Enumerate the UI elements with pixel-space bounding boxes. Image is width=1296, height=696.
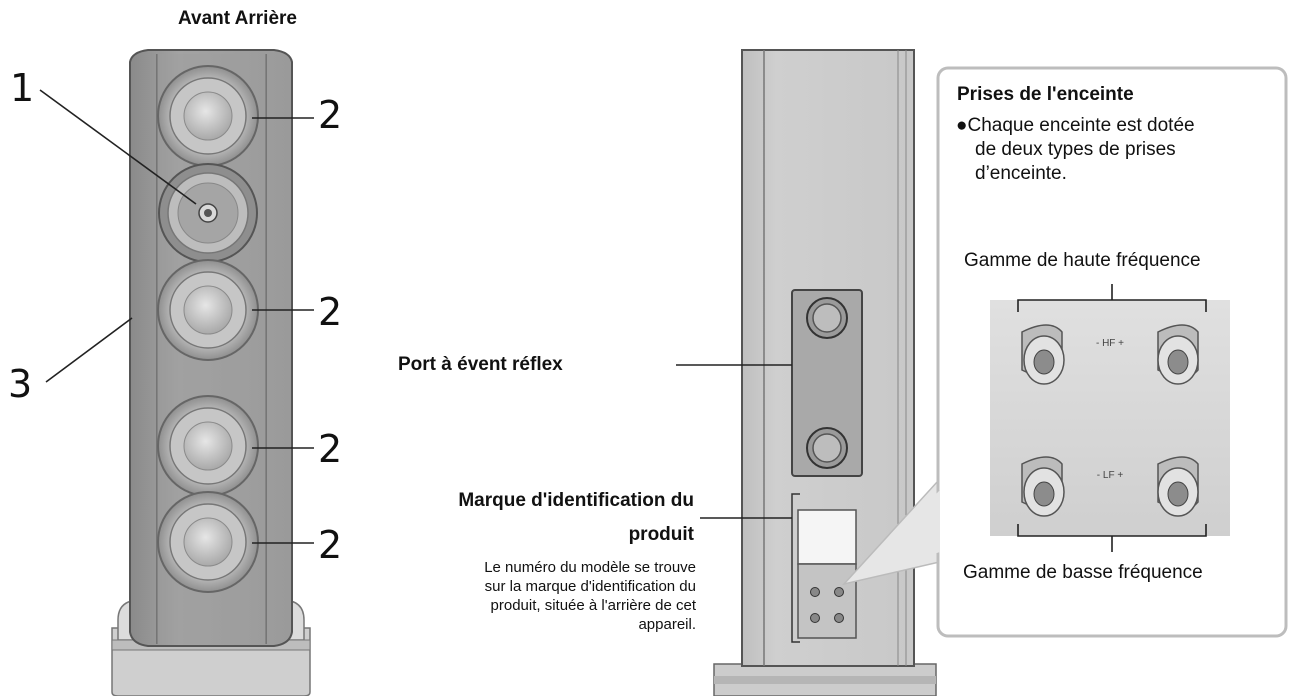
hf-mark: - HF +	[1096, 338, 1124, 349]
id-plate-area	[791, 493, 857, 643]
low-range-label: Gamme de basse fréquence	[963, 562, 1203, 583]
product-desc-line: Le numéro du modèle se trouve	[484, 559, 696, 576]
product-desc-line: sur la marque d'identification du	[484, 578, 696, 595]
terminal-callout: - HF + - LF +	[841, 66, 1288, 638]
product-mark-title-line1: Marque d'identification du	[458, 490, 694, 511]
product-mark-description: Le numéro du modèle se trouve sur la mar…	[484, 558, 696, 634]
rear-view	[676, 49, 937, 696]
front-leader-lines	[39, 89, 314, 544]
lf-plus-post	[1157, 456, 1199, 517]
product-desc-line: produit, située à l'arrière de cet	[490, 597, 696, 614]
high-range-label: Gamme de haute fréquence	[964, 250, 1201, 271]
hf-plus-post	[1157, 324, 1199, 385]
driver-mid2	[157, 395, 259, 497]
terminals-desc-line: de deux types de prises	[975, 139, 1176, 160]
terminals-desc-line: ●Chaque enceinte est dotée	[956, 115, 1195, 136]
view-title: Avant Arrière	[178, 8, 297, 29]
terminals-title: Prises de l'enceinte	[957, 84, 1134, 105]
reflex-port-label: Port à évent réflex	[398, 354, 563, 375]
callout-3-cabinet: 3	[8, 362, 33, 406]
lf-mark: - LF +	[1097, 470, 1124, 481]
callout-2-driver-bottom: 2	[318, 523, 343, 567]
callout-2-driver-mid1: 2	[318, 290, 343, 334]
callout-2-driver-top: 2	[318, 93, 343, 137]
tweeter	[158, 163, 258, 263]
product-desc-line: appareil.	[638, 616, 696, 633]
callout-1-tweeter: 1	[10, 66, 35, 110]
terminals-description: ●Chaque enceinte est dotée de deux types…	[956, 114, 1195, 186]
callout-2-driver-mid2: 2	[318, 427, 343, 471]
lf-minus-post	[1021, 456, 1065, 517]
reflex-port-panel	[791, 289, 863, 477]
driver-top	[157, 65, 259, 167]
rear-leader-lines	[676, 364, 792, 519]
terminals-desc-line: d’enceinte.	[975, 163, 1067, 184]
driver-bottom	[157, 491, 259, 593]
front-view	[39, 49, 314, 696]
hf-minus-post	[1021, 324, 1065, 385]
driver-mid1	[157, 259, 259, 361]
product-mark-title-line2: produit	[628, 524, 694, 545]
